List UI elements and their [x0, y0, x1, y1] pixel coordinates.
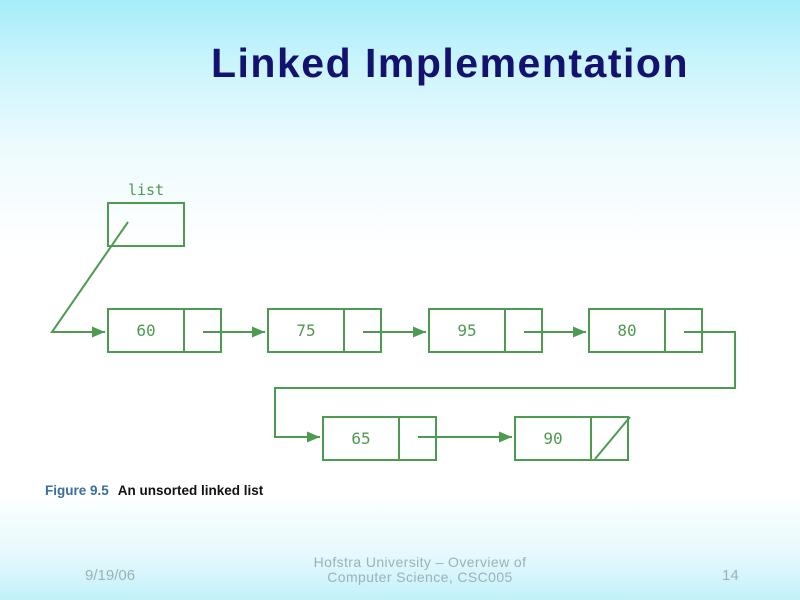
node-divider: [664, 308, 666, 353]
list-pointer-label: list: [127, 181, 165, 199]
slide-title: Linked Implementation: [211, 40, 689, 86]
node-divider: [343, 308, 345, 353]
list-node: 90: [514, 416, 629, 461]
list-node: 60: [107, 308, 222, 353]
node-value: 75: [296, 321, 316, 340]
footer-institution-line1: Hofstra University – Overview of: [313, 554, 527, 570]
list-node: 65: [322, 416, 437, 461]
footer-institution-line2: Computer Science, CSC005: [327, 569, 513, 585]
node-divider: [504, 308, 506, 353]
figure-caption: Figure 9.5 An unsorted linked list: [45, 483, 263, 498]
node-value: 80: [617, 321, 637, 340]
list-pointer-box: [107, 202, 185, 247]
footer-date: 9/19/06: [85, 567, 136, 584]
node-value: 65: [351, 429, 371, 448]
footer-institution: Hofstra University – Overview of Compute…: [270, 555, 570, 585]
figure-label: Figure 9.5: [45, 483, 109, 498]
node-divider: [398, 416, 400, 461]
footer-page-number: 14: [722, 567, 739, 584]
list-node: 80: [588, 308, 703, 353]
node-value: 90: [543, 429, 563, 448]
figure-caption-text: An unsorted linked list: [117, 483, 264, 498]
node-value: 60: [136, 321, 156, 340]
list-node: 75: [267, 308, 382, 353]
node-divider: [183, 308, 185, 353]
node-value: 95: [457, 321, 477, 340]
node-divider: [590, 416, 592, 461]
list-node: 95: [428, 308, 543, 353]
